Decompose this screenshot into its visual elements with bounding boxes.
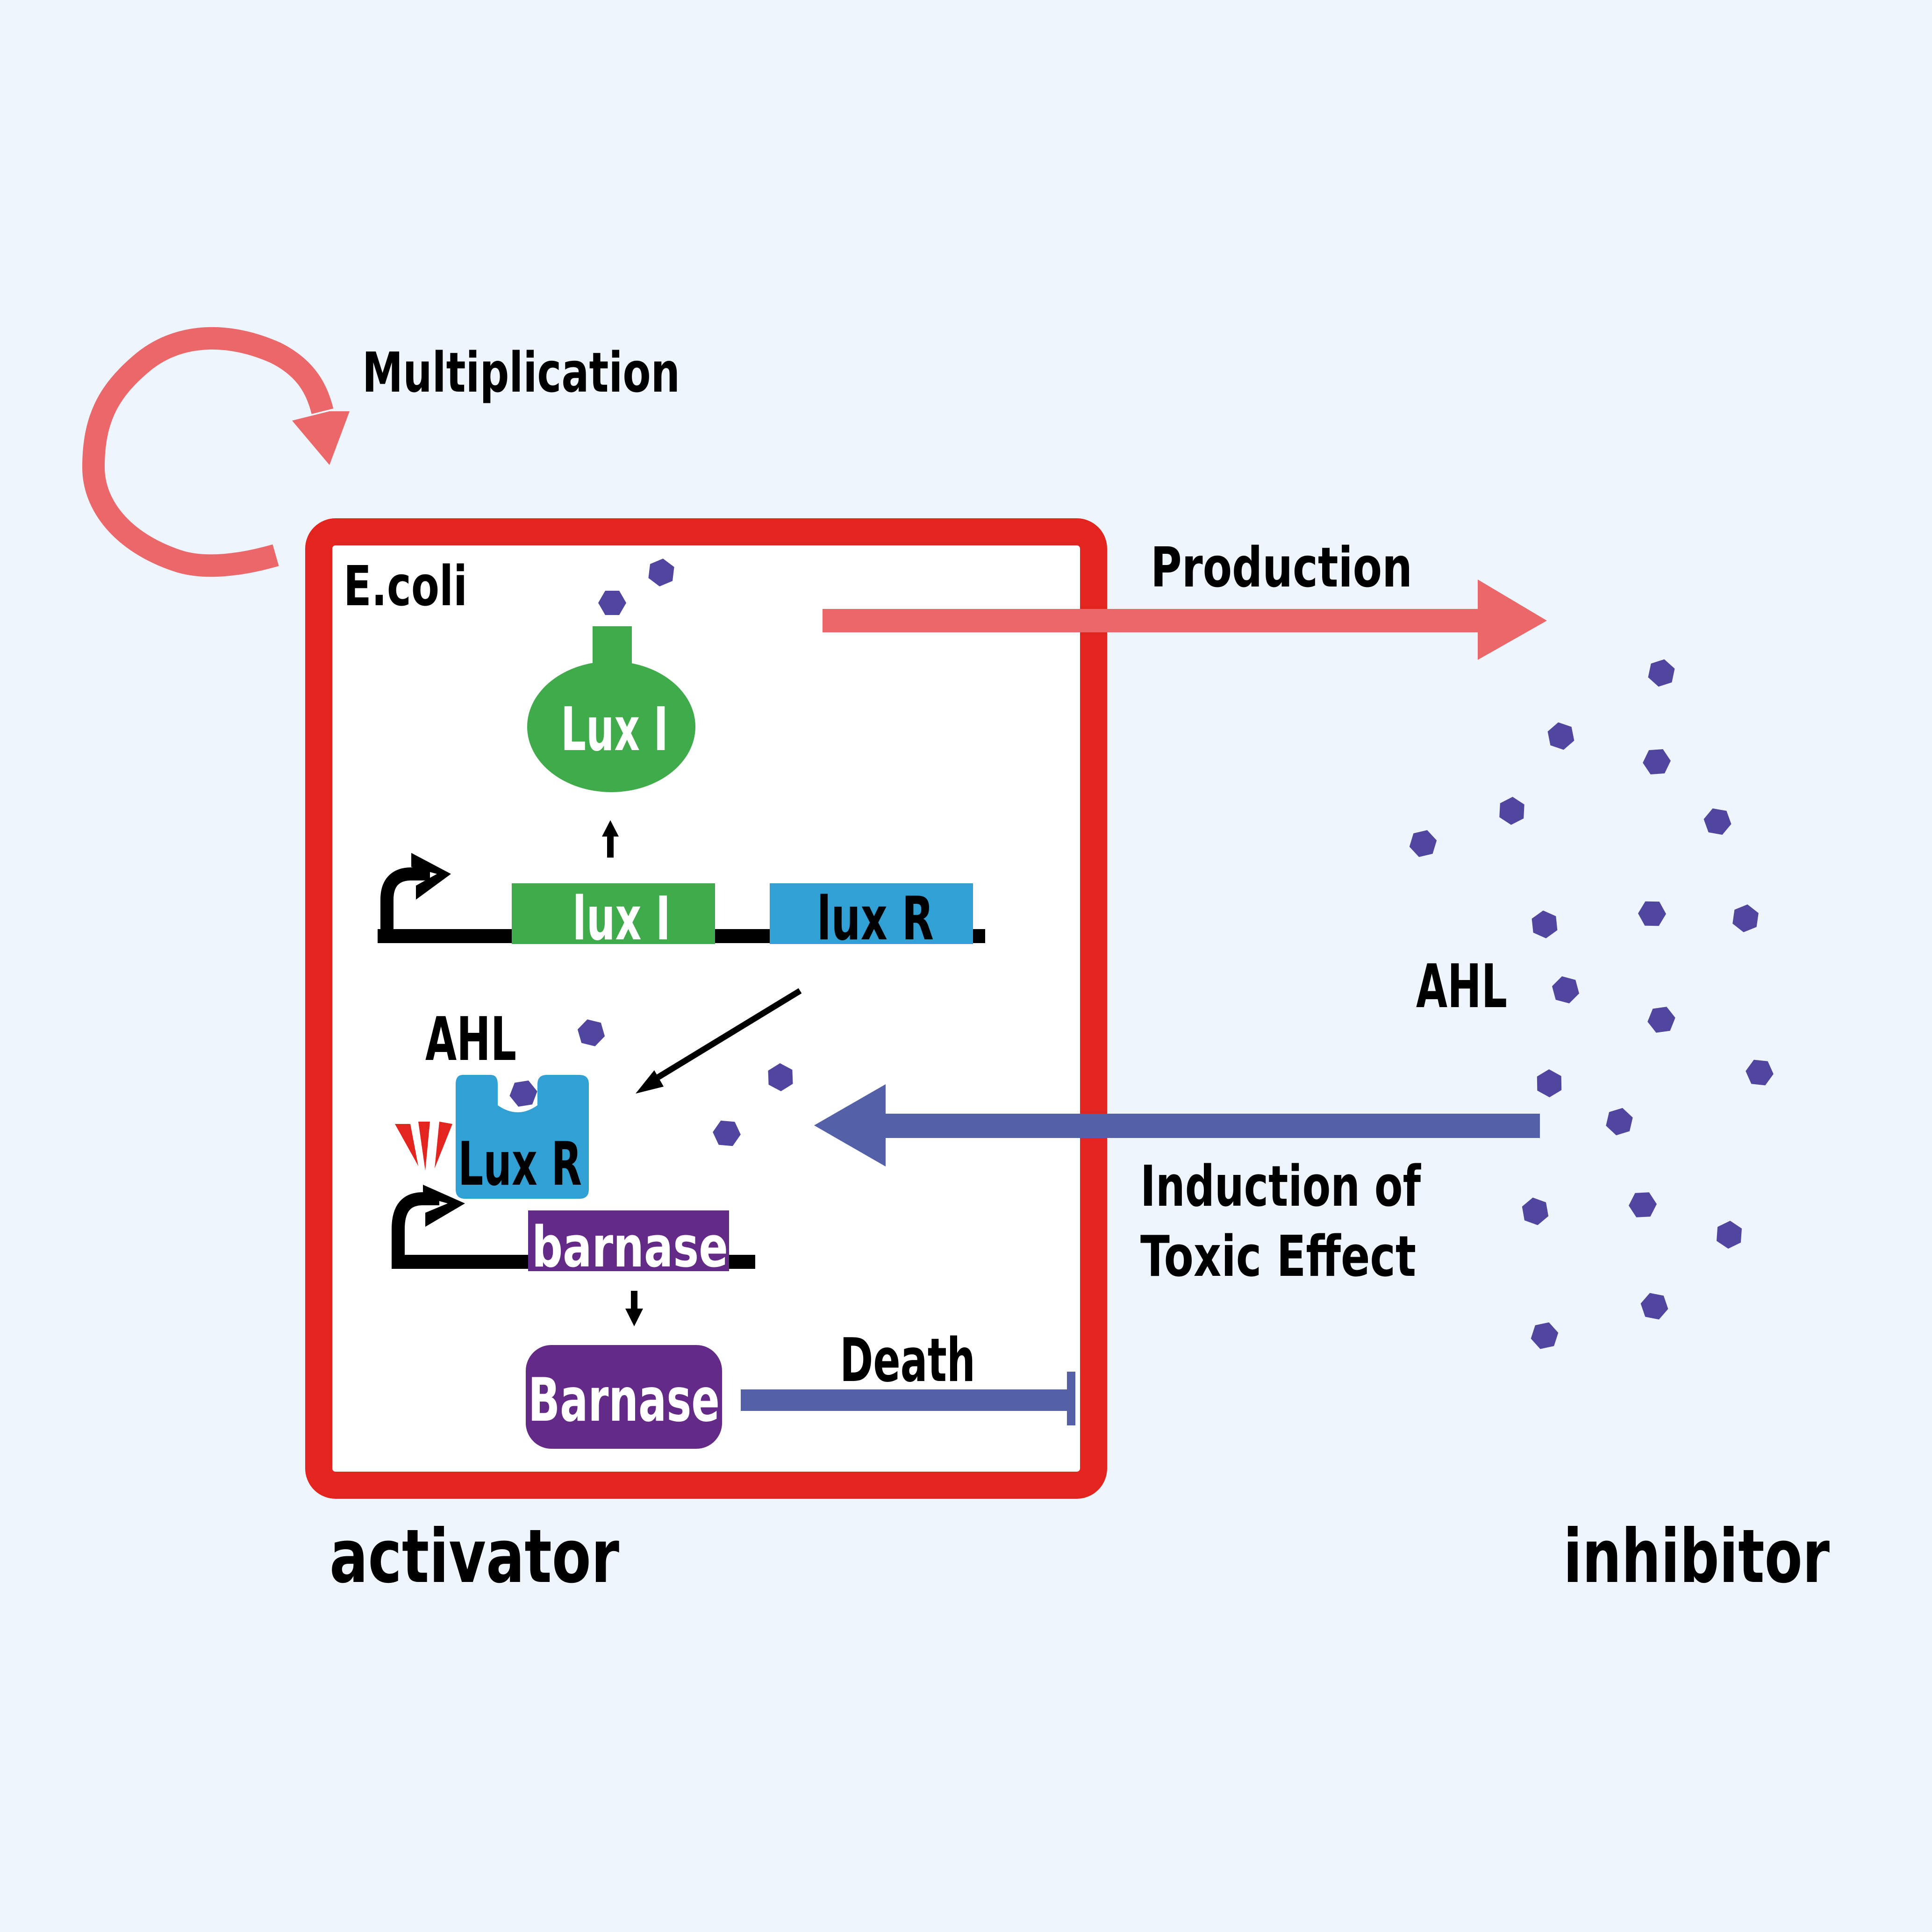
ahl-hexagon-icon [1717, 1221, 1742, 1249]
luxR-gene-label: lux R [817, 884, 934, 954]
ahl-hexagon-icon [1703, 808, 1732, 835]
down-arrow-icon [625, 1291, 643, 1326]
promoter-1-head-icon [411, 853, 451, 900]
ahl-hexagon-icon [509, 1080, 537, 1107]
production-arrow-icon [823, 580, 1547, 660]
ahl-hexagon-icon [1499, 797, 1524, 825]
ahl-hexagon-icon [1640, 1293, 1668, 1320]
multiplication-arrow-icon [82, 327, 350, 577]
induction-label-line1: Induction of [1140, 1154, 1421, 1219]
ahl-hexagon-icon [1531, 1322, 1559, 1349]
ahl-hexagon-icon [1648, 659, 1675, 687]
production-label: Production [1151, 535, 1412, 600]
barnase-gene-label: barnase [532, 1215, 728, 1280]
cell-label: E.coli [343, 554, 467, 618]
ahl-hexagon-icon [1547, 722, 1574, 750]
burst-icon [395, 1122, 452, 1171]
death-inhibition-icon [741, 1372, 1075, 1425]
ahl-hexagon-icon [1732, 904, 1759, 932]
ahl-molecules [509, 558, 1774, 1349]
ecoli-cell [305, 518, 1107, 1499]
ahl-hexagon-icon [1537, 1069, 1562, 1097]
activator-label: activator [329, 1514, 619, 1600]
promoter-2-head-icon [423, 1185, 465, 1227]
ahl-inside-label: AHL [425, 1005, 516, 1074]
promoter-1-icon [380, 867, 430, 939]
ahl-hexagon-icon [768, 1063, 793, 1091]
diagonal-arrow-icon [636, 988, 802, 1094]
up-arrow-icon [602, 820, 619, 858]
promoter-2-icon [392, 1192, 439, 1267]
luxR-gene [770, 883, 973, 944]
induction-arrow-icon [814, 1084, 1540, 1166]
ahl-hexagon-icon [713, 1120, 741, 1146]
ahl-outside-label: AHL [1416, 952, 1507, 1022]
luxR-protein-label: Lux R [458, 1130, 582, 1199]
ahl-hexagon-icon [1531, 910, 1558, 938]
ahl-hexagon-icon [1638, 901, 1666, 926]
barnase-operon: barnase [392, 1185, 755, 1280]
luxR-protein: Lux R [456, 1075, 589, 1199]
barnase-protein-label: Barnase [528, 1366, 720, 1435]
death-label: Death [840, 1326, 975, 1395]
ahl-hexagon-icon [1629, 1192, 1657, 1217]
ahl-hexagon-icon [598, 591, 626, 615]
ahl-hexagon-icon [1522, 1197, 1549, 1225]
barnase-gene [528, 1210, 729, 1271]
ahl-hexagon-icon [648, 558, 674, 587]
luxI-gene-label: lux I [572, 884, 671, 954]
induction-label-line2: Toxic Effect [1140, 1224, 1416, 1289]
luxI-protein: Lux I [527, 626, 695, 792]
luxI-protein-label: Lux I [561, 695, 668, 765]
inhibitor-label: inhibitor [1563, 1514, 1830, 1600]
multiplication-label: Multiplication [362, 340, 680, 405]
ahl-hexagon-icon [577, 1019, 605, 1046]
luxI-gene [512, 883, 715, 944]
ahl-hexagon-icon [1606, 1108, 1633, 1136]
ahl-hexagon-icon [1552, 976, 1579, 1003]
ahl-hexagon-icon [1409, 830, 1437, 857]
ahl-hexagon-icon [1643, 749, 1671, 774]
ahl-hexagon-icon [1647, 1007, 1675, 1033]
barnase-protein: Barnase [526, 1345, 722, 1449]
ahl-hexagon-icon [1746, 1059, 1774, 1086]
lux-operon: lux I lux R [378, 853, 985, 954]
